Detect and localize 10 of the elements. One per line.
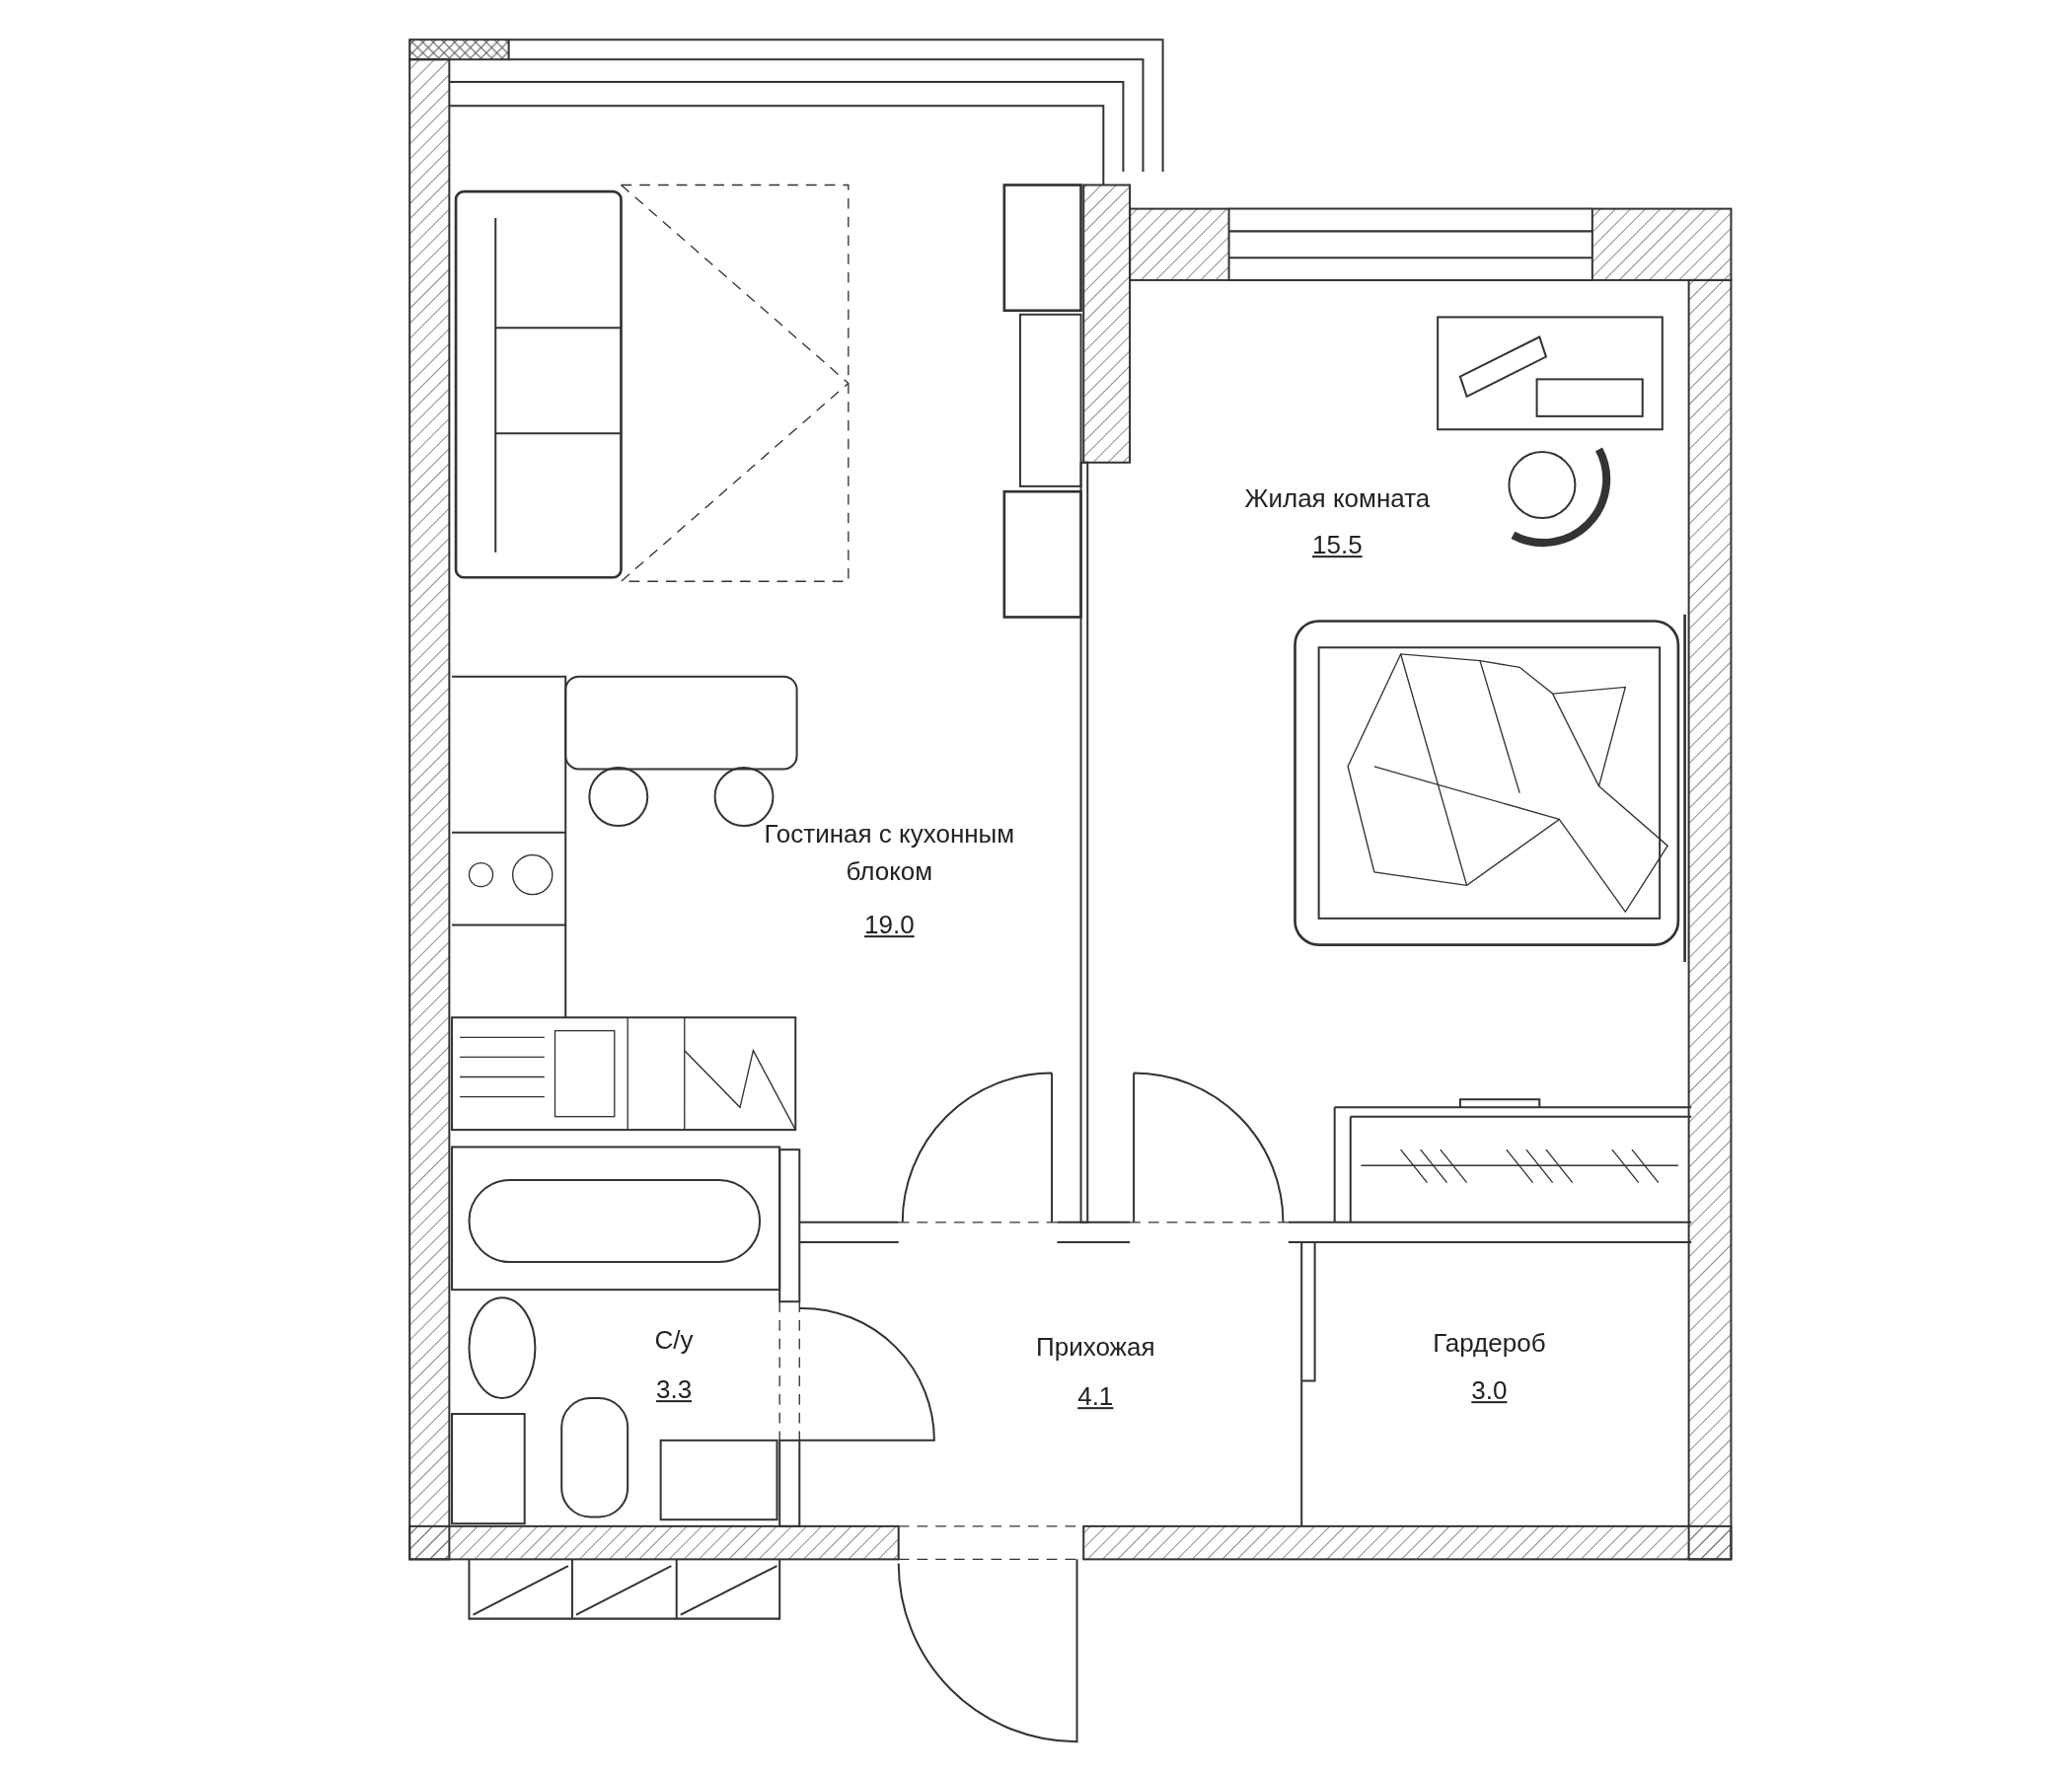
room-name: Жилая комната: [1244, 482, 1431, 516]
room-name: Гардероб: [1433, 1327, 1546, 1361]
room-name: Гостиная с кухонным блоком: [763, 818, 1016, 889]
room-area: 3.3: [655, 1371, 693, 1409]
room-area: 19.0: [864, 906, 915, 944]
room-name: С/у: [654, 1324, 694, 1358]
room-name: Прихожая: [1036, 1331, 1155, 1365]
room-area: 3.0: [1471, 1372, 1508, 1411]
room-area: 4.1: [1077, 1377, 1114, 1416]
room-area: 15.5: [1312, 527, 1363, 564]
